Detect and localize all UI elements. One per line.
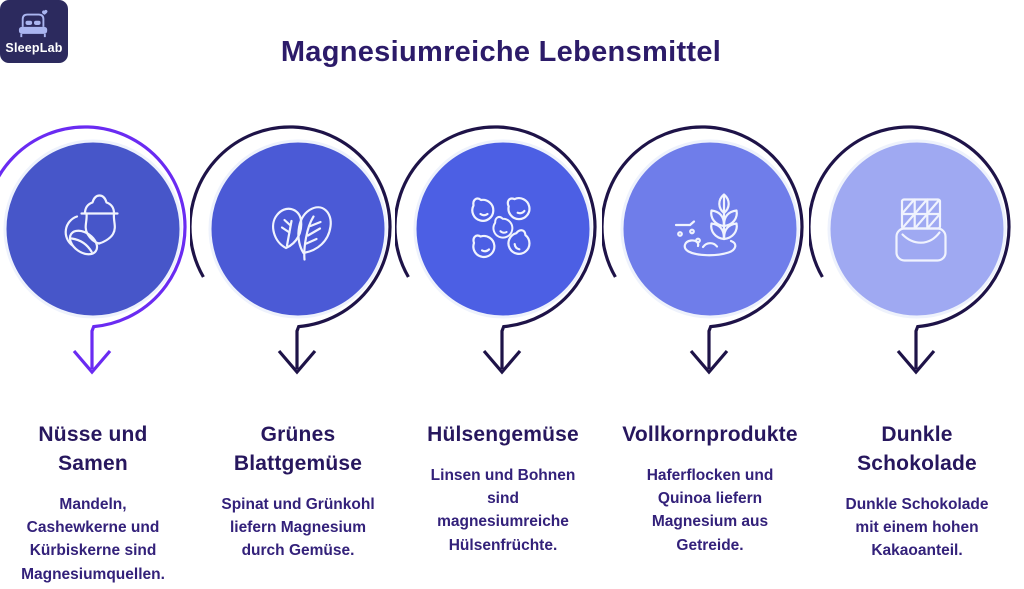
leafy-greens-icon [272, 206, 332, 261]
column-heading: Hülsengemüse [427, 423, 579, 446]
column-dark-chocolate: Dunkle Schokolade Dunkle Schokolade mit … [817, 421, 1017, 563]
ring-arrow [602, 125, 804, 375]
column-body: Mandeln, Cashewkerne und Kürbiskerne sin… [21, 495, 165, 583]
column-body: Dunkle Schokolade mit einem hohen Kakaoa… [845, 495, 989, 560]
ring-arrow [395, 125, 597, 375]
sleeplab-logo: SleepLab [0, 0, 68, 63]
food-circle-legumes [395, 125, 597, 375]
food-circle-dark-chocolate [809, 125, 1011, 375]
circle-bg [413, 139, 593, 319]
food-circle-nuts [0, 125, 187, 375]
food-circle-whole-grains [602, 125, 804, 375]
chocolate-icon [895, 198, 947, 262]
bed-icon [18, 9, 48, 38]
column-body: Spinat und Grünkohl liefern Magnesium du… [221, 495, 375, 560]
column-legumes: Hülsengemüse Linsen und Bohnen sind magn… [403, 421, 603, 557]
logo-wordmark: SleepLab [5, 41, 63, 55]
column-heading: Dunkle Schokolade [857, 423, 977, 475]
column-whole-grains: Vollkornprodukte Haferflocken und Quinoa… [610, 421, 810, 557]
grain-icon [674, 193, 738, 257]
page-title: Magnesiumreiche Lebensmittel [280, 36, 722, 68]
circle-bg [3, 139, 183, 319]
column-nuts: Nüsse und Samen Mandeln, Cashewkerne und… [0, 421, 193, 586]
column-heading: Nüsse und Samen [38, 423, 148, 475]
column-heading: Grünes Blattgemüse [233, 423, 363, 475]
column-body: Linsen und Bohnen sind magnesiumreiche H… [430, 466, 576, 554]
ring-arrow [190, 125, 392, 375]
nuts-seeds-icon [64, 194, 119, 256]
ring-arrow [0, 125, 187, 375]
column-leafy-greens: Grünes Blattgemüse Spinat und Grünkohl l… [198, 421, 398, 563]
ring-arrow [809, 125, 1011, 375]
column-heading: Vollkornprodukte [622, 423, 798, 446]
food-circle-leafy-greens [190, 125, 392, 375]
legumes-icon [471, 197, 531, 259]
circle-bg [620, 139, 800, 319]
column-body: Haferflocken und Quinoa liefern Magnesiu… [646, 466, 774, 554]
